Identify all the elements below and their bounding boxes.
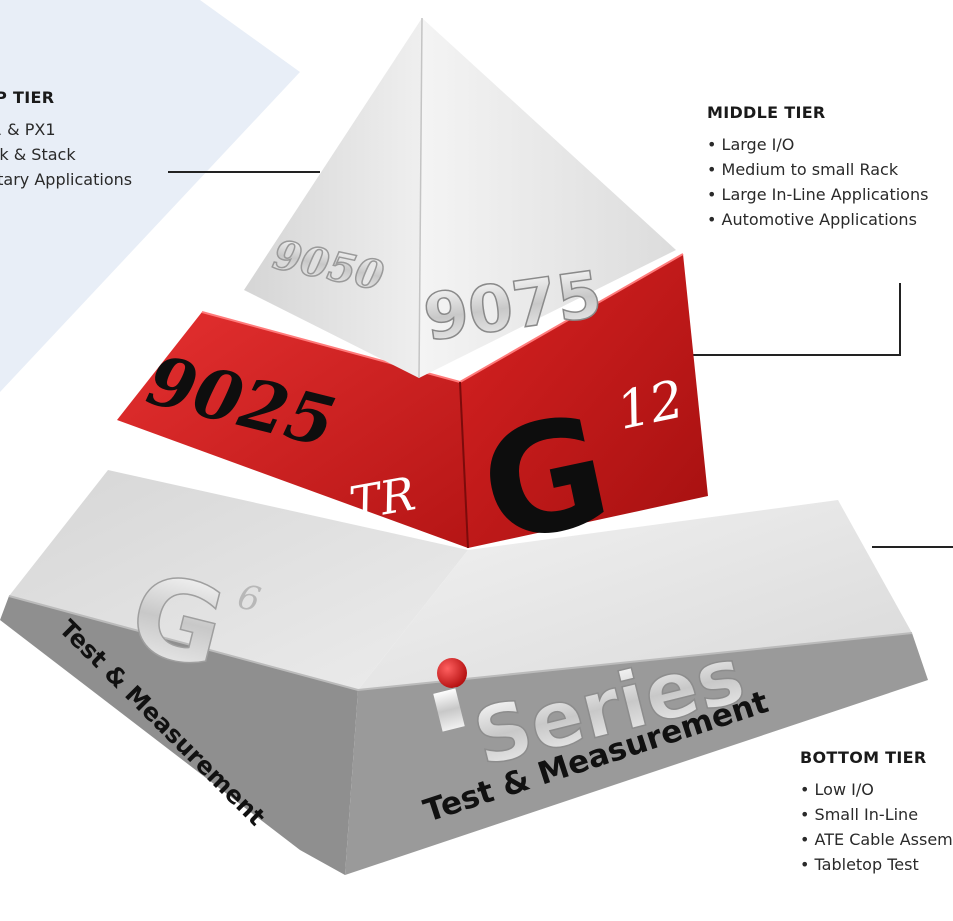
pyramid-bottom-tier: [0, 470, 928, 875]
top-tier-info: TOP TIER VX1 & PX1 Rack & Stack Military…: [0, 88, 132, 192]
list-item: Military Applications: [0, 170, 133, 189]
list-item: ATE Cable Assembly: [800, 827, 953, 852]
pyramid-middle-tier: [117, 253, 708, 549]
list-item: VX1 & PX1: [0, 120, 56, 139]
list-item: Tabletop Test: [800, 852, 953, 877]
connector-lines: [168, 171, 953, 548]
background-shape: [0, 0, 300, 392]
pyramid-top-tier: [244, 17, 676, 379]
middle-tier-info: MIDDLE TIER Large I/O Medium to small Ra…: [707, 103, 928, 232]
iseries-i-stem: [431, 686, 467, 734]
middle-ridge: [459, 381, 469, 549]
bottom-tier-heading: BOTTOM TIER: [800, 748, 927, 767]
top-ridge: [418, 17, 423, 379]
list-item: Rack & Stack: [0, 145, 76, 164]
top-tier-left-face: [244, 18, 422, 378]
bottom-tier-list: Low I/O Small In-Line ATE Cable Assembly…: [800, 777, 953, 877]
label-12: 12: [612, 370, 689, 442]
list-item: Large I/O: [707, 132, 928, 157]
bottom-tier-info: BOTTOM TIER Low I/O Small In-Line ATE Ca…: [800, 748, 953, 877]
top-tier-heading: TOP TIER: [0, 88, 55, 107]
label-tr: TR: [346, 466, 420, 531]
middle-tier-connector: [693, 283, 901, 356]
iseries-red-dot: [437, 658, 467, 688]
base-left-band: [0, 596, 358, 875]
list-item: Small In-Line: [800, 802, 953, 827]
top-tier-list: VX1 & PX1 Rack & Stack Military Applicat…: [0, 117, 132, 192]
middle-tier-left-face: [117, 312, 468, 548]
bottom-tier-left-face: [9, 470, 468, 690]
middle-tier-right-face: [460, 254, 708, 548]
label-9050: 9050: [269, 231, 388, 300]
middle-tier-heading: MIDDLE TIER: [707, 103, 826, 122]
base-right-band: [345, 633, 928, 875]
base-edge: [8, 595, 913, 692]
top-tier-right-face: [419, 18, 676, 378]
list-item: Medium to small Rack: [707, 157, 928, 182]
middle-tier-list: Large I/O Medium to small Rack Large In-…: [707, 132, 929, 232]
list-item: Low I/O: [800, 777, 953, 802]
list-item: Large In-Line Applications: [707, 182, 929, 207]
list-item: Automotive Applications: [707, 207, 928, 232]
bottom-tier-right-face: [358, 500, 912, 690]
